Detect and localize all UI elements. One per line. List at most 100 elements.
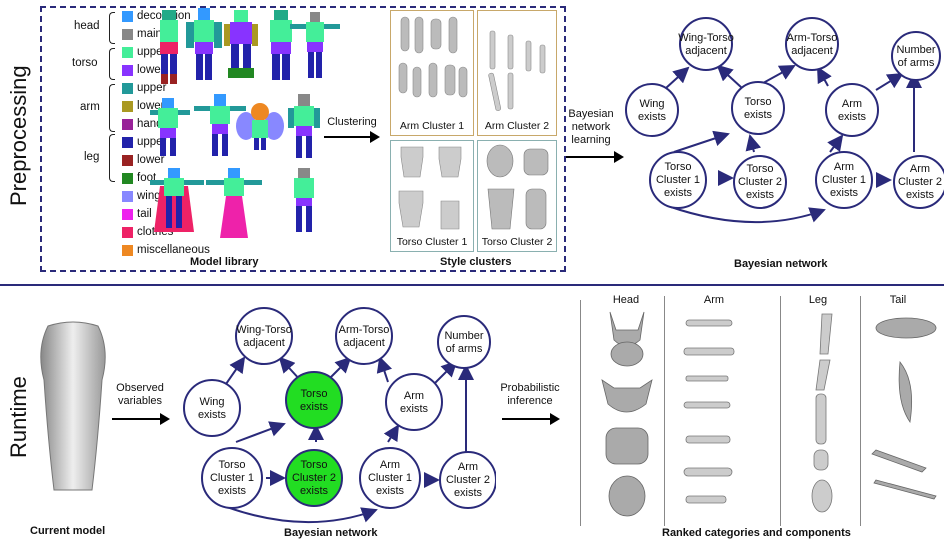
legend-label: hand <box>137 118 163 130</box>
bayesian-network-bottom-caption: Bayesian network <box>284 527 378 539</box>
clustering-label: Clustering <box>327 116 377 128</box>
node-arm-torso-l2: adjacent <box>791 45 833 57</box>
legend-swatch <box>122 190 133 202</box>
column-separator-3 <box>860 296 861 526</box>
legend-swatch <box>122 46 133 58</box>
legend-swatch <box>122 244 133 256</box>
arm-cluster-2-label: Arm Cluster 2 <box>484 120 550 132</box>
node-wing-l1: Wing <box>639 98 664 110</box>
bn-learning-label-2: network <box>571 121 611 133</box>
rt-node-torso-c2-l1: Torso <box>301 459 328 471</box>
rt-node-arm-c2-l3: exists <box>454 487 483 499</box>
column-separator-left <box>580 300 581 526</box>
torso-cluster-1: Torso Cluster 1 <box>390 140 474 252</box>
legend-label: upper <box>137 46 167 58</box>
torso-cluster-1-label: Torso Cluster 1 <box>396 236 468 248</box>
legend-swatch <box>122 64 133 76</box>
rt-node-arm-c1-l2: Cluster 1 <box>368 472 412 484</box>
legend-swatch <box>122 154 133 166</box>
legend-swatch <box>122 208 133 220</box>
legend-swatch <box>122 172 133 184</box>
legend-label: main <box>137 28 162 40</box>
ranked-caption: Ranked categories and components <box>662 527 851 539</box>
rt-node-arm-c2-l2: Cluster 2 <box>446 474 490 486</box>
col-head-tail: Tail <box>889 294 907 306</box>
legend-item: lower <box>122 152 164 168</box>
bn-learning-label-1: Bayesian <box>568 108 614 120</box>
col-head-head: Head <box>612 294 640 306</box>
node-wing-torso-l2: adjacent <box>685 45 727 57</box>
legend-item: wing <box>122 188 161 204</box>
torso-cluster-2: Torso Cluster 2 <box>477 140 557 252</box>
rt-node-wing-l2: exists <box>198 409 227 421</box>
bn-learning-label-3: learning <box>571 134 611 146</box>
node-torso-c1-l3: exists <box>664 187 693 199</box>
legend-label: wing <box>137 190 161 202</box>
style-clusters-caption: Style clusters <box>440 256 512 268</box>
rt-node-wing-torso-l1: Wing-Torso <box>236 324 292 336</box>
legend-label: lower <box>137 100 165 112</box>
legend-swatch <box>122 226 133 238</box>
brace-torso <box>109 48 115 80</box>
legend-group-leg: leg <box>84 151 100 163</box>
rt-node-torso-c1-l3: exists <box>218 485 247 497</box>
bayesian-network-top-caption: Bayesian network <box>734 258 828 270</box>
prob-label-2: inference <box>507 395 553 407</box>
legend-item: upper <box>122 44 166 60</box>
legend-item: upper <box>122 134 166 150</box>
rt-node-torso-c2-l2: Cluster 2 <box>292 472 336 484</box>
legend-label: miscellaneous <box>137 244 210 256</box>
ranked-head-shapes <box>601 311 653 517</box>
column-separator-2 <box>780 296 781 526</box>
node-torso-c2-l2: Cluster 2 <box>738 176 782 188</box>
bn-learning-arrow <box>566 151 624 163</box>
node-torso-c2-l3: exists <box>746 189 775 201</box>
legend-swatch <box>122 100 133 112</box>
column-separator-1 <box>664 296 665 526</box>
legend-item: hand <box>122 116 163 132</box>
prob-label-1: Probabilistic <box>500 382 560 394</box>
node-torso-l1: Torso <box>745 96 772 108</box>
arm-cluster-1-label: Arm Cluster 1 <box>399 120 465 132</box>
rt-node-torso-c1-l1: Torso <box>219 459 246 471</box>
section-divider <box>0 284 944 286</box>
node-arm-c1-l3: exists <box>830 187 859 199</box>
arm-cluster-2: Arm Cluster 2 <box>477 10 557 136</box>
observed-label-2: variables <box>117 395 163 407</box>
legend-swatch <box>122 118 133 130</box>
node-arm-c1-l1: Arm <box>834 161 854 173</box>
node-num-arms-l1: Number <box>896 44 935 56</box>
current-model-shape <box>40 321 106 491</box>
legend-item: miscellaneous <box>122 242 210 258</box>
legend-label: upper <box>137 136 167 148</box>
node-arm-l2: exists <box>838 111 867 123</box>
legend-group-arm: arm <box>80 101 100 113</box>
legend-label: tail <box>137 208 152 220</box>
arm-cluster-1: Arm Cluster 1 <box>390 10 474 136</box>
rt-node-torso-l2: exists <box>300 401 329 413</box>
legend-swatch <box>122 136 133 148</box>
rt-node-wing-torso-l2: adjacent <box>243 337 285 349</box>
node-wing-torso-l1: Wing-Torso <box>678 32 734 44</box>
ranked-leg-shapes <box>811 313 833 513</box>
node-arm-c2-l3: exists <box>906 189 935 201</box>
legend-item: lower <box>122 62 164 78</box>
node-torso-c1-l1: Torso <box>665 161 692 173</box>
legend-label: upper <box>137 82 167 94</box>
preprocessing-box <box>40 6 566 272</box>
prob-arrow <box>502 413 560 425</box>
node-torso-c1-l2: Cluster 1 <box>656 174 700 186</box>
model-library-figures <box>150 8 340 238</box>
current-model-caption: Current model <box>30 525 106 537</box>
rt-node-arm-c2-l1: Arm <box>458 461 478 473</box>
legend-label: lower <box>137 154 165 166</box>
model-library-caption: Model library <box>190 256 259 268</box>
brace-leg <box>109 134 115 182</box>
torso-cluster-1-shapes <box>398 146 462 230</box>
node-wing-l2: exists <box>638 111 667 123</box>
legend-group-torso: torso <box>72 57 98 69</box>
legend-item: tail <box>122 206 152 222</box>
rt-node-arm-torso-l2: adjacent <box>343 337 385 349</box>
arm-cluster-2-shapes <box>488 30 546 111</box>
